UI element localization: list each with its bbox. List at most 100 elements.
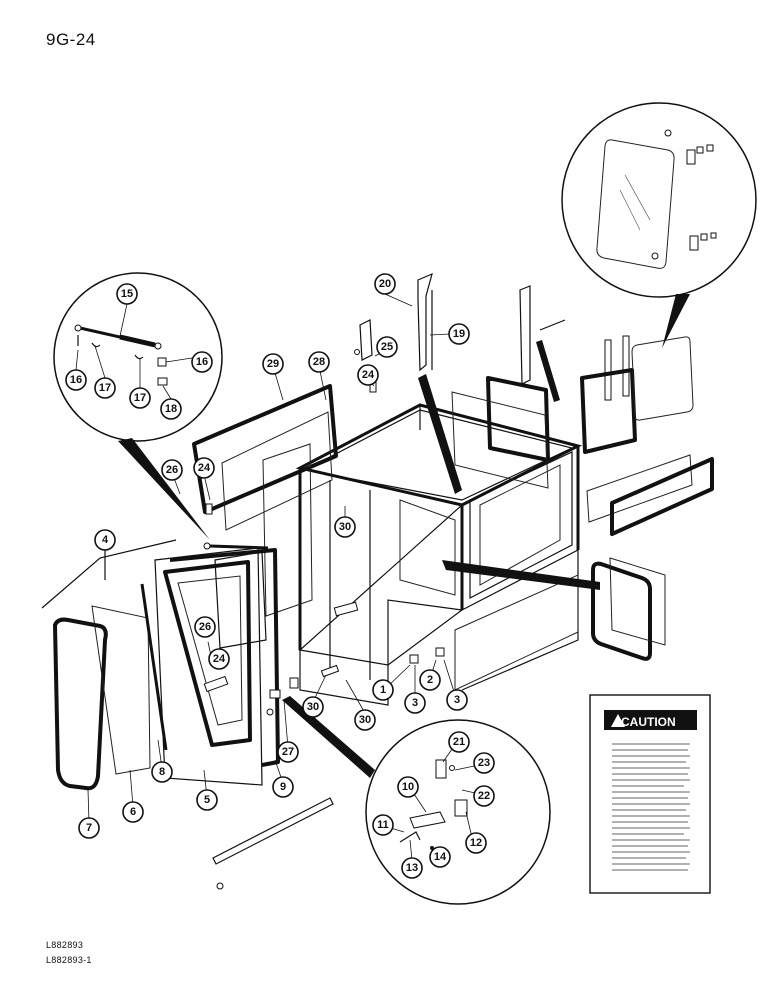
callout-11: 11: [372, 814, 394, 836]
callout-10: 10: [397, 776, 419, 798]
callout-label: 2: [427, 674, 433, 686]
callout-2: 2: [419, 669, 441, 691]
figure-code-2: L882893-1: [46, 955, 92, 965]
callout-7: 7: [78, 817, 100, 839]
callout-label: 11: [377, 819, 389, 831]
callout-label: 26: [199, 621, 211, 633]
callout-label: 7: [86, 822, 92, 834]
callout-22: 22: [473, 785, 495, 807]
callout-label: 26: [166, 464, 178, 476]
floor-strip: [212, 797, 334, 865]
callout-16a: 16: [65, 369, 87, 391]
callout-label: 30: [307, 701, 319, 713]
callout-23: 23: [473, 752, 495, 774]
callout-label: 27: [282, 746, 294, 758]
callout-label: 1: [380, 684, 386, 696]
callout-26b: 26: [194, 616, 216, 638]
callout-12: 12: [465, 832, 487, 854]
gas-strut-detail-circle: [53, 272, 223, 442]
callout-label: 3: [454, 694, 460, 706]
callout-15: 15: [116, 283, 138, 305]
callout-18: 18: [160, 398, 182, 420]
callout-label: 15: [121, 288, 133, 300]
callout-3a: 3: [404, 692, 426, 714]
callout-label: 24: [198, 462, 211, 474]
callout-label: 24: [362, 369, 375, 381]
callout-label: 16: [70, 374, 82, 386]
callout-label: 21: [453, 736, 465, 748]
callout-label: 22: [478, 790, 490, 802]
hinge-left: [604, 339, 612, 401]
callout-9: 9: [272, 776, 294, 798]
callout-label: 19: [453, 328, 465, 340]
window-detail-circle: [561, 102, 757, 298]
callout-label: 18: [165, 403, 177, 415]
door-assembly: [154, 547, 280, 786]
callout-label: 17: [134, 392, 146, 404]
rear-window-seal: [486, 376, 550, 462]
front-left-seal: [53, 617, 108, 791]
figure-code-1: L882893: [46, 940, 84, 950]
callout-17a: 17: [94, 377, 116, 399]
pillar-strip: [140, 583, 168, 751]
callout-label: 4: [102, 534, 109, 546]
left-upper-glass: [221, 411, 333, 531]
hardware-bits: [205, 349, 445, 716]
side-window-glass: [609, 557, 666, 646]
callout-label: 30: [359, 714, 371, 726]
callout-label: 10: [402, 781, 414, 793]
caution-decal: CAUTION: [589, 694, 711, 894]
cab-frame: [295, 403, 583, 706]
caution-heading: CAUTION: [621, 715, 676, 729]
callout-29: 29: [262, 353, 284, 375]
callout-25: 25: [376, 336, 398, 358]
left-upper-window-seal: [192, 384, 338, 514]
callout-8: 8: [151, 761, 173, 783]
callout-21: 21: [448, 731, 470, 753]
callout-4: 4: [94, 529, 116, 551]
callout-27: 27: [277, 741, 299, 763]
callout-label: 8: [159, 766, 165, 778]
leader-wedge-latch: [282, 696, 375, 778]
upper-posts: [359, 272, 566, 385]
gas-strut: [209, 544, 269, 550]
leader-wedge-right-post: [536, 340, 560, 402]
callout-13: 13: [401, 857, 423, 879]
callout-19: 19: [448, 323, 470, 345]
leader-wedge-side: [442, 560, 600, 590]
callout-17b: 17: [129, 387, 151, 409]
page-title: 9G-24: [46, 30, 96, 49]
callout-label: 20: [379, 278, 391, 290]
callout-label: 29: [267, 358, 279, 370]
callout-label: 28: [313, 356, 325, 368]
callout-30a: 30: [334, 516, 356, 538]
callout-28: 28: [308, 351, 330, 373]
callout-24c: 24: [208, 648, 230, 670]
callout-3b: 3: [446, 689, 468, 711]
callout-20: 20: [374, 273, 396, 295]
front-left-glass: [91, 605, 151, 775]
right-door-glass: [631, 336, 694, 421]
right-lower-glass-a: [586, 454, 693, 523]
callout-30b: 30: [302, 696, 324, 718]
callout-label: 16: [196, 356, 208, 368]
callout-5: 5: [196, 789, 218, 811]
hinge-right: [622, 335, 630, 397]
callout-14: 14: [429, 846, 451, 868]
callout-24b: 24: [193, 457, 215, 479]
leader-wedge-left: [118, 438, 210, 540]
leader-wedge-top-right: [662, 294, 690, 348]
callout-bracket: [41, 539, 177, 609]
callout-label: 6: [130, 806, 136, 818]
callout-30c: 30: [354, 709, 376, 731]
callout-label: 25: [381, 341, 393, 353]
callout-label: 23: [478, 757, 490, 769]
callout-label: 5: [204, 794, 210, 806]
callout-label: 9: [280, 781, 286, 793]
rear-glass: [451, 391, 549, 489]
callout-1: 1: [372, 679, 394, 701]
callout-label: 12: [470, 837, 482, 849]
callout-24a: 24: [357, 364, 379, 386]
callout-label: 14: [434, 851, 447, 863]
